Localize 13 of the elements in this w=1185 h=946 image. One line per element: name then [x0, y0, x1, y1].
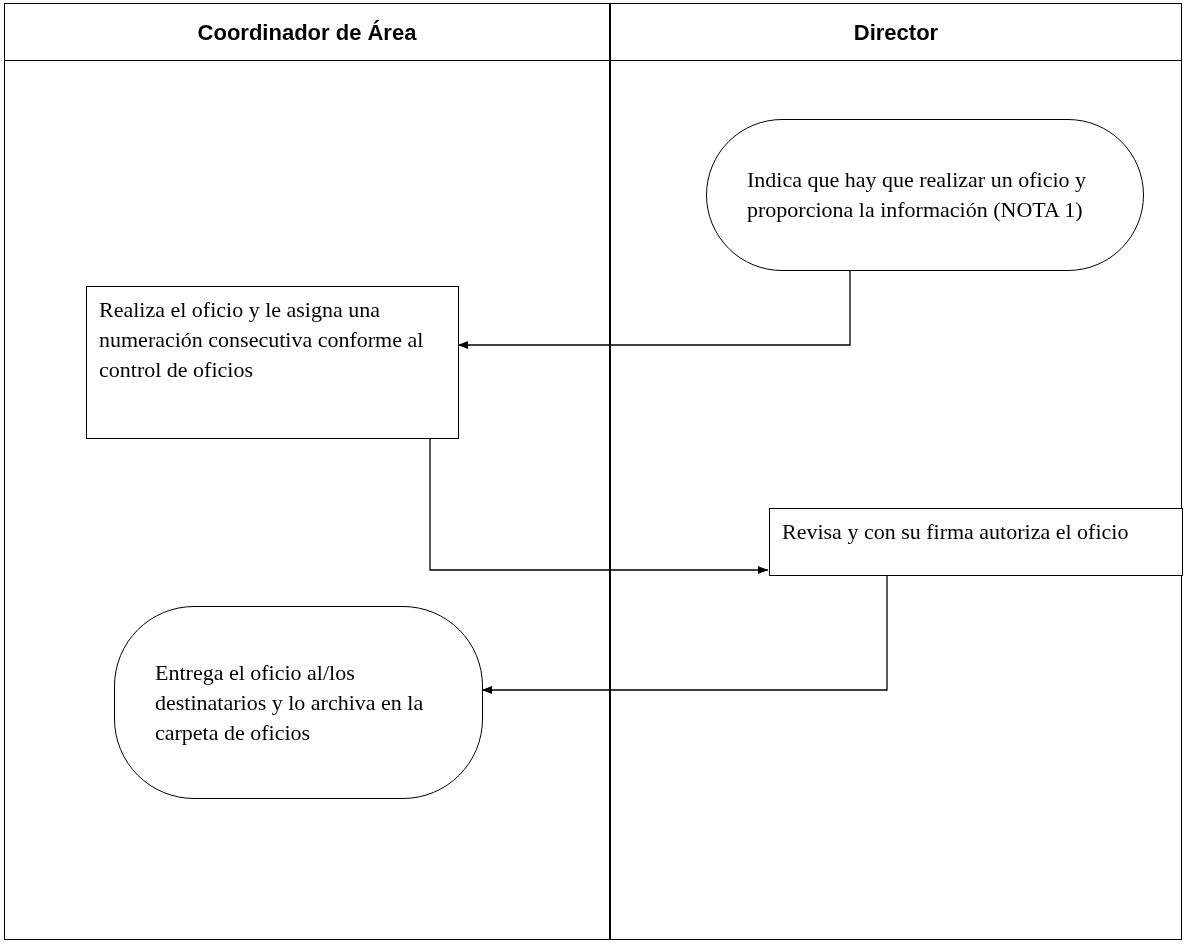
step-text: Entrega el oficio al/los destinatarios y lo archiva en la carpeta de oficios — [155, 658, 425, 747]
lane-header: Coordinador de Área — [197, 18, 417, 47]
process-box — [769, 508, 1183, 576]
swimlane — [610, 3, 1182, 940]
arrow — [481, 574, 888, 695]
arrow — [457, 269, 851, 350]
step-text: Realiza el oficio y le asigna una numeración consecutiva conforme al control de oficios — [99, 296, 425, 384]
step-text: Revisa y con su firma autoriza el oficio — [782, 518, 1130, 546]
swimlane — [4, 3, 610, 940]
process-box — [86, 286, 459, 439]
arrow — [429, 437, 769, 575]
lane-header: Director — [853, 18, 939, 47]
step-text: Indica que hay que realizar un oficio y proporciona la información (NOTA 1) — [747, 166, 1087, 224]
